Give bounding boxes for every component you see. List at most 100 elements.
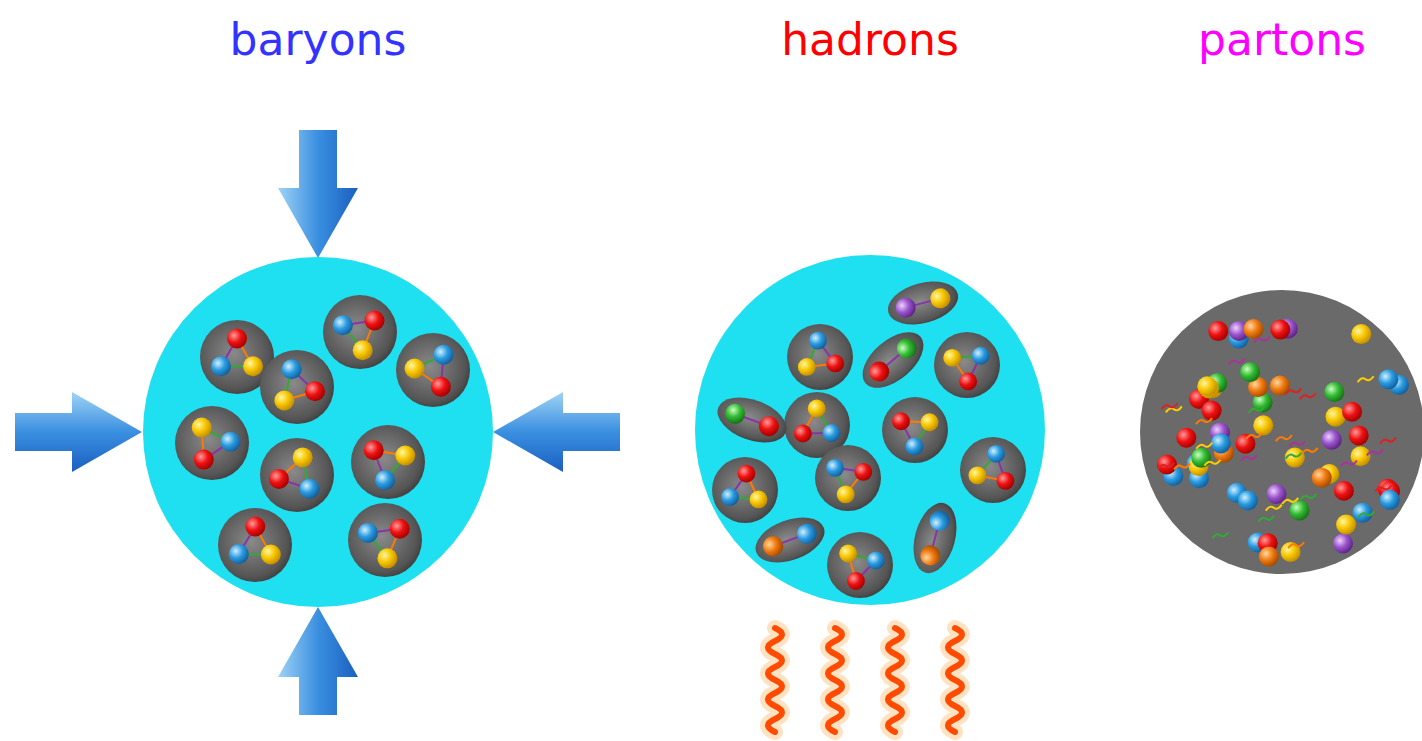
meson: [749, 509, 830, 571]
compression-arrow: [493, 392, 620, 472]
quark: [405, 358, 425, 378]
baryon: [260, 438, 334, 512]
gluon: [1196, 443, 1212, 449]
gluon: [1246, 433, 1262, 439]
quark: [192, 418, 212, 438]
quark: [305, 381, 325, 401]
gluon: [1288, 542, 1304, 548]
baryon: [934, 332, 1000, 398]
gluon: [1174, 464, 1190, 470]
baryon: [882, 397, 948, 463]
quark: [921, 413, 939, 431]
parton: [1324, 382, 1344, 402]
parton: [1351, 324, 1371, 344]
heat-waves: [768, 628, 962, 732]
quark: [847, 572, 865, 590]
quark: [282, 359, 302, 379]
phase-heading: baryons: [143, 10, 493, 70]
quark: [227, 329, 247, 349]
circle-shape: [695, 0, 1045, 610]
quark: [918, 543, 942, 567]
compression-arrow: [278, 130, 358, 258]
quark: [808, 400, 826, 418]
gluon: [1204, 460, 1220, 466]
quark: [893, 295, 917, 319]
gluon: [1254, 337, 1270, 343]
parton: [1197, 376, 1217, 396]
meson: [853, 322, 934, 399]
quark: [365, 311, 385, 331]
phase-circle: partons: [1140, 0, 1422, 580]
quark: [220, 432, 240, 452]
phase-circle: baryons: [143, 0, 493, 610]
phase-circle: hadrons: [695, 0, 1045, 610]
quark: [893, 334, 921, 362]
parton: [1349, 425, 1369, 445]
heat-wave: [768, 628, 782, 732]
parton: [1334, 481, 1354, 501]
parton: [1208, 321, 1228, 341]
parton: [1289, 500, 1309, 520]
parton: [1336, 515, 1356, 535]
parton: [1259, 546, 1279, 566]
quark: [794, 425, 812, 443]
quark: [867, 552, 885, 570]
quark: [194, 450, 214, 470]
quark: [377, 548, 397, 568]
quark: [927, 508, 951, 532]
gluon: [1229, 359, 1245, 365]
baryon: [960, 437, 1026, 503]
quark: [987, 445, 1005, 463]
parton: [1270, 320, 1290, 340]
quark: [364, 440, 384, 460]
quark: [722, 401, 748, 427]
parton: [1240, 362, 1260, 382]
gluon: [1358, 376, 1374, 382]
quark: [865, 357, 893, 385]
baryon: [827, 532, 893, 598]
quark: [434, 345, 454, 365]
quark: [823, 424, 841, 442]
quark: [906, 438, 924, 456]
baryon: [815, 445, 881, 511]
gluon: [1300, 494, 1316, 500]
meson: [883, 274, 963, 331]
quark: [390, 519, 410, 539]
gluon: [1285, 388, 1301, 394]
baryon: [348, 503, 422, 577]
quark: [293, 447, 313, 467]
matter-circle: [695, 255, 1045, 605]
quark: [395, 446, 415, 466]
quark: [358, 523, 378, 543]
baryon: [175, 406, 249, 480]
quark: [826, 459, 844, 477]
quark: [959, 373, 977, 391]
baryon: [787, 324, 853, 390]
quark: [261, 545, 281, 565]
heat-wave-glow: [768, 628, 782, 732]
quark: [837, 485, 855, 503]
heat-wave-glow: [888, 628, 902, 732]
quark: [375, 470, 395, 490]
parton: [1322, 430, 1342, 450]
gluon: [1380, 438, 1396, 444]
parton: [1191, 448, 1211, 468]
quark: [892, 412, 910, 430]
baryon: [260, 350, 334, 424]
gluon: [1248, 407, 1264, 413]
gluon: [1158, 463, 1174, 469]
compression-arrow: [15, 392, 142, 472]
parton: [1312, 468, 1332, 488]
quark: [943, 349, 961, 367]
quark: [299, 479, 319, 499]
gluon: [1286, 453, 1302, 459]
baryon: [323, 295, 397, 369]
gluon: [1289, 441, 1305, 447]
gluon: [1266, 505, 1282, 511]
baryon: [351, 425, 425, 499]
quark: [229, 544, 249, 564]
parton: [1235, 434, 1255, 454]
gluon: [1196, 418, 1212, 424]
quark: [750, 491, 768, 509]
quark: [431, 377, 451, 397]
